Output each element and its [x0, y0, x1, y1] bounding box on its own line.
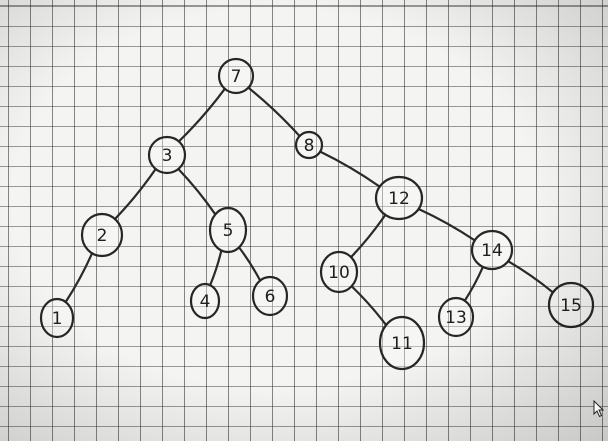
node-13: 13 [437, 296, 475, 338]
node-3-circle [147, 135, 187, 175]
node-4-label: 4 [200, 292, 211, 312]
node-10-label: 10 [328, 263, 350, 283]
node-15: 15 [547, 281, 595, 329]
node-8: 8 [294, 130, 324, 160]
node-4: 4 [189, 282, 221, 320]
node-12-circle [374, 175, 424, 221]
node-14-label: 14 [481, 241, 503, 261]
edge-10-11 [350, 285, 388, 327]
node-5-circle [208, 206, 248, 254]
node-10-circle [319, 250, 359, 294]
edge-14-13 [463, 265, 485, 302]
node-8-circle [294, 130, 324, 160]
node-13-circle [437, 296, 475, 338]
edge-3-2 [113, 167, 157, 221]
edge-8-12 [319, 150, 381, 188]
node-13-label: 13 [445, 308, 467, 328]
node-15-label: 15 [560, 296, 582, 316]
edge-5-4 [209, 249, 223, 287]
edge-12-14 [417, 207, 476, 242]
edge-5-6 [237, 246, 262, 282]
edge-14-15 [507, 260, 555, 294]
edge-3-5 [177, 167, 217, 216]
node-8-label: 8 [304, 136, 315, 156]
node-5-label: 5 [223, 221, 234, 241]
node-3: 3 [147, 135, 187, 175]
node-14: 14 [470, 229, 514, 271]
mouse-pointer-icon [593, 400, 605, 418]
node-5: 5 [208, 206, 248, 254]
node-10: 10 [319, 250, 359, 294]
node-2-label: 2 [97, 226, 108, 246]
node-12-label: 12 [388, 189, 410, 209]
node-7-label: 7 [231, 67, 242, 87]
node-14-circle [470, 229, 514, 271]
edge-2-1 [64, 252, 94, 304]
node-2: 2 [80, 212, 124, 258]
edge-7-3 [177, 87, 226, 143]
node-11-circle [378, 315, 426, 371]
node-6: 6 [251, 275, 289, 317]
node-12: 12 [374, 175, 424, 221]
node-6-circle [251, 275, 289, 317]
node-1-label: 1 [52, 309, 63, 329]
node-6-label: 6 [265, 287, 276, 307]
node-3-label: 3 [162, 146, 173, 166]
node-7: 7 [217, 57, 255, 95]
node-1-circle [39, 297, 75, 339]
node-1: 1 [39, 297, 75, 339]
edge-12-10 [349, 213, 387, 259]
tree-edges [64, 86, 555, 327]
node-7-circle [217, 57, 255, 95]
node-4-circle [189, 282, 221, 320]
node-15-circle [547, 281, 595, 329]
node-2-circle [80, 212, 124, 258]
node-11-label: 11 [391, 334, 413, 354]
edge-7-8 [247, 86, 301, 138]
node-11: 11 [378, 315, 426, 371]
